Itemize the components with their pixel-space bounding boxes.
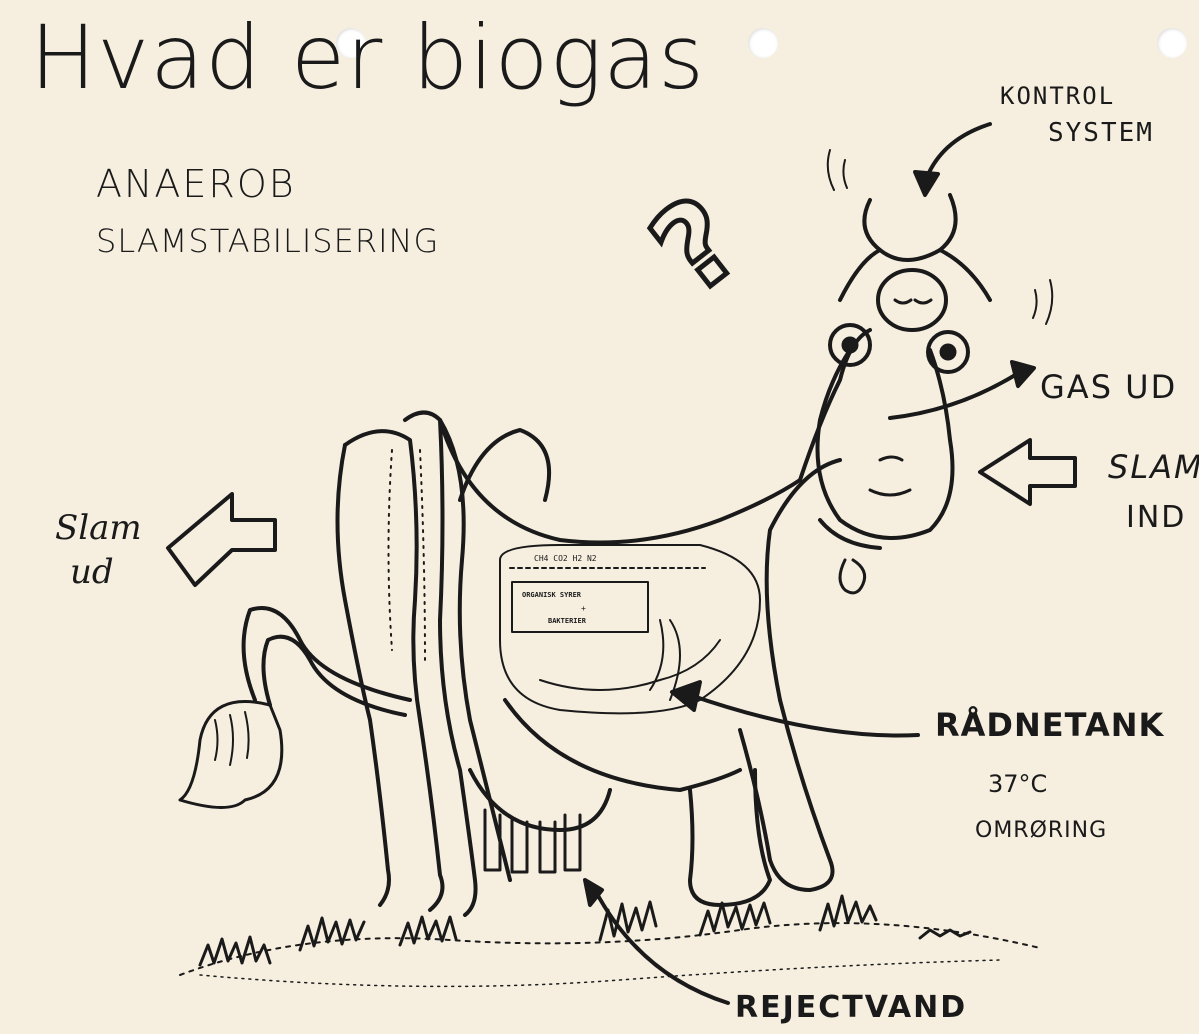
hind-leg-left xyxy=(338,445,390,905)
cow-bell xyxy=(840,560,865,593)
cow-chest xyxy=(767,460,840,700)
subtitle-slamstabilisering: SLAMSTABILISERING xyxy=(96,222,439,260)
label-raadnetank: RÅDNETANK xyxy=(935,706,1164,744)
label-temperature: 37°C xyxy=(988,770,1047,798)
tank-box-line2: + xyxy=(581,604,586,613)
label-system: SYSTEM xyxy=(1048,118,1154,148)
tank-box-line3: BAKTERIER xyxy=(548,617,586,625)
label-kontrol: KONTROL xyxy=(1000,82,1115,110)
front-leg-left xyxy=(690,770,770,905)
label-slam-ud-1: Slam xyxy=(55,508,142,548)
label-slam-ind-2: IND xyxy=(1126,500,1186,535)
page-title: Hvad er biogas xyxy=(30,6,705,109)
label-slam-ud-2: ud xyxy=(70,552,114,592)
cow-neck xyxy=(800,330,870,480)
label-gas-ud: GAS UD xyxy=(1040,368,1177,406)
cow-back xyxy=(440,420,800,543)
grass-ground xyxy=(180,896,1040,986)
arrow-raadnetank xyxy=(690,695,918,736)
arrow-slam-ind xyxy=(980,440,1075,504)
arrow-gas-ud xyxy=(890,372,1020,418)
label-rejectvand: REJECTVAND xyxy=(735,990,967,1025)
subtitle-anaerob: ANAEROB xyxy=(96,162,296,206)
punch-hole xyxy=(748,28,778,58)
label-omroering: OMRØRING xyxy=(975,818,1107,843)
tank-inset xyxy=(500,545,760,713)
tank-box-line1: ORGANISK SYRER xyxy=(522,591,581,599)
cow-tail xyxy=(244,608,410,700)
label-slam-ind-1: SLAM xyxy=(1108,448,1199,486)
punch-hole xyxy=(1157,28,1187,58)
cow-head xyxy=(818,350,953,538)
arrow-slam-ud xyxy=(168,494,275,585)
arrow-rejectvand xyxy=(595,890,728,1003)
tank-gas-components: CH4 CO2 H2 N2 xyxy=(534,554,597,563)
